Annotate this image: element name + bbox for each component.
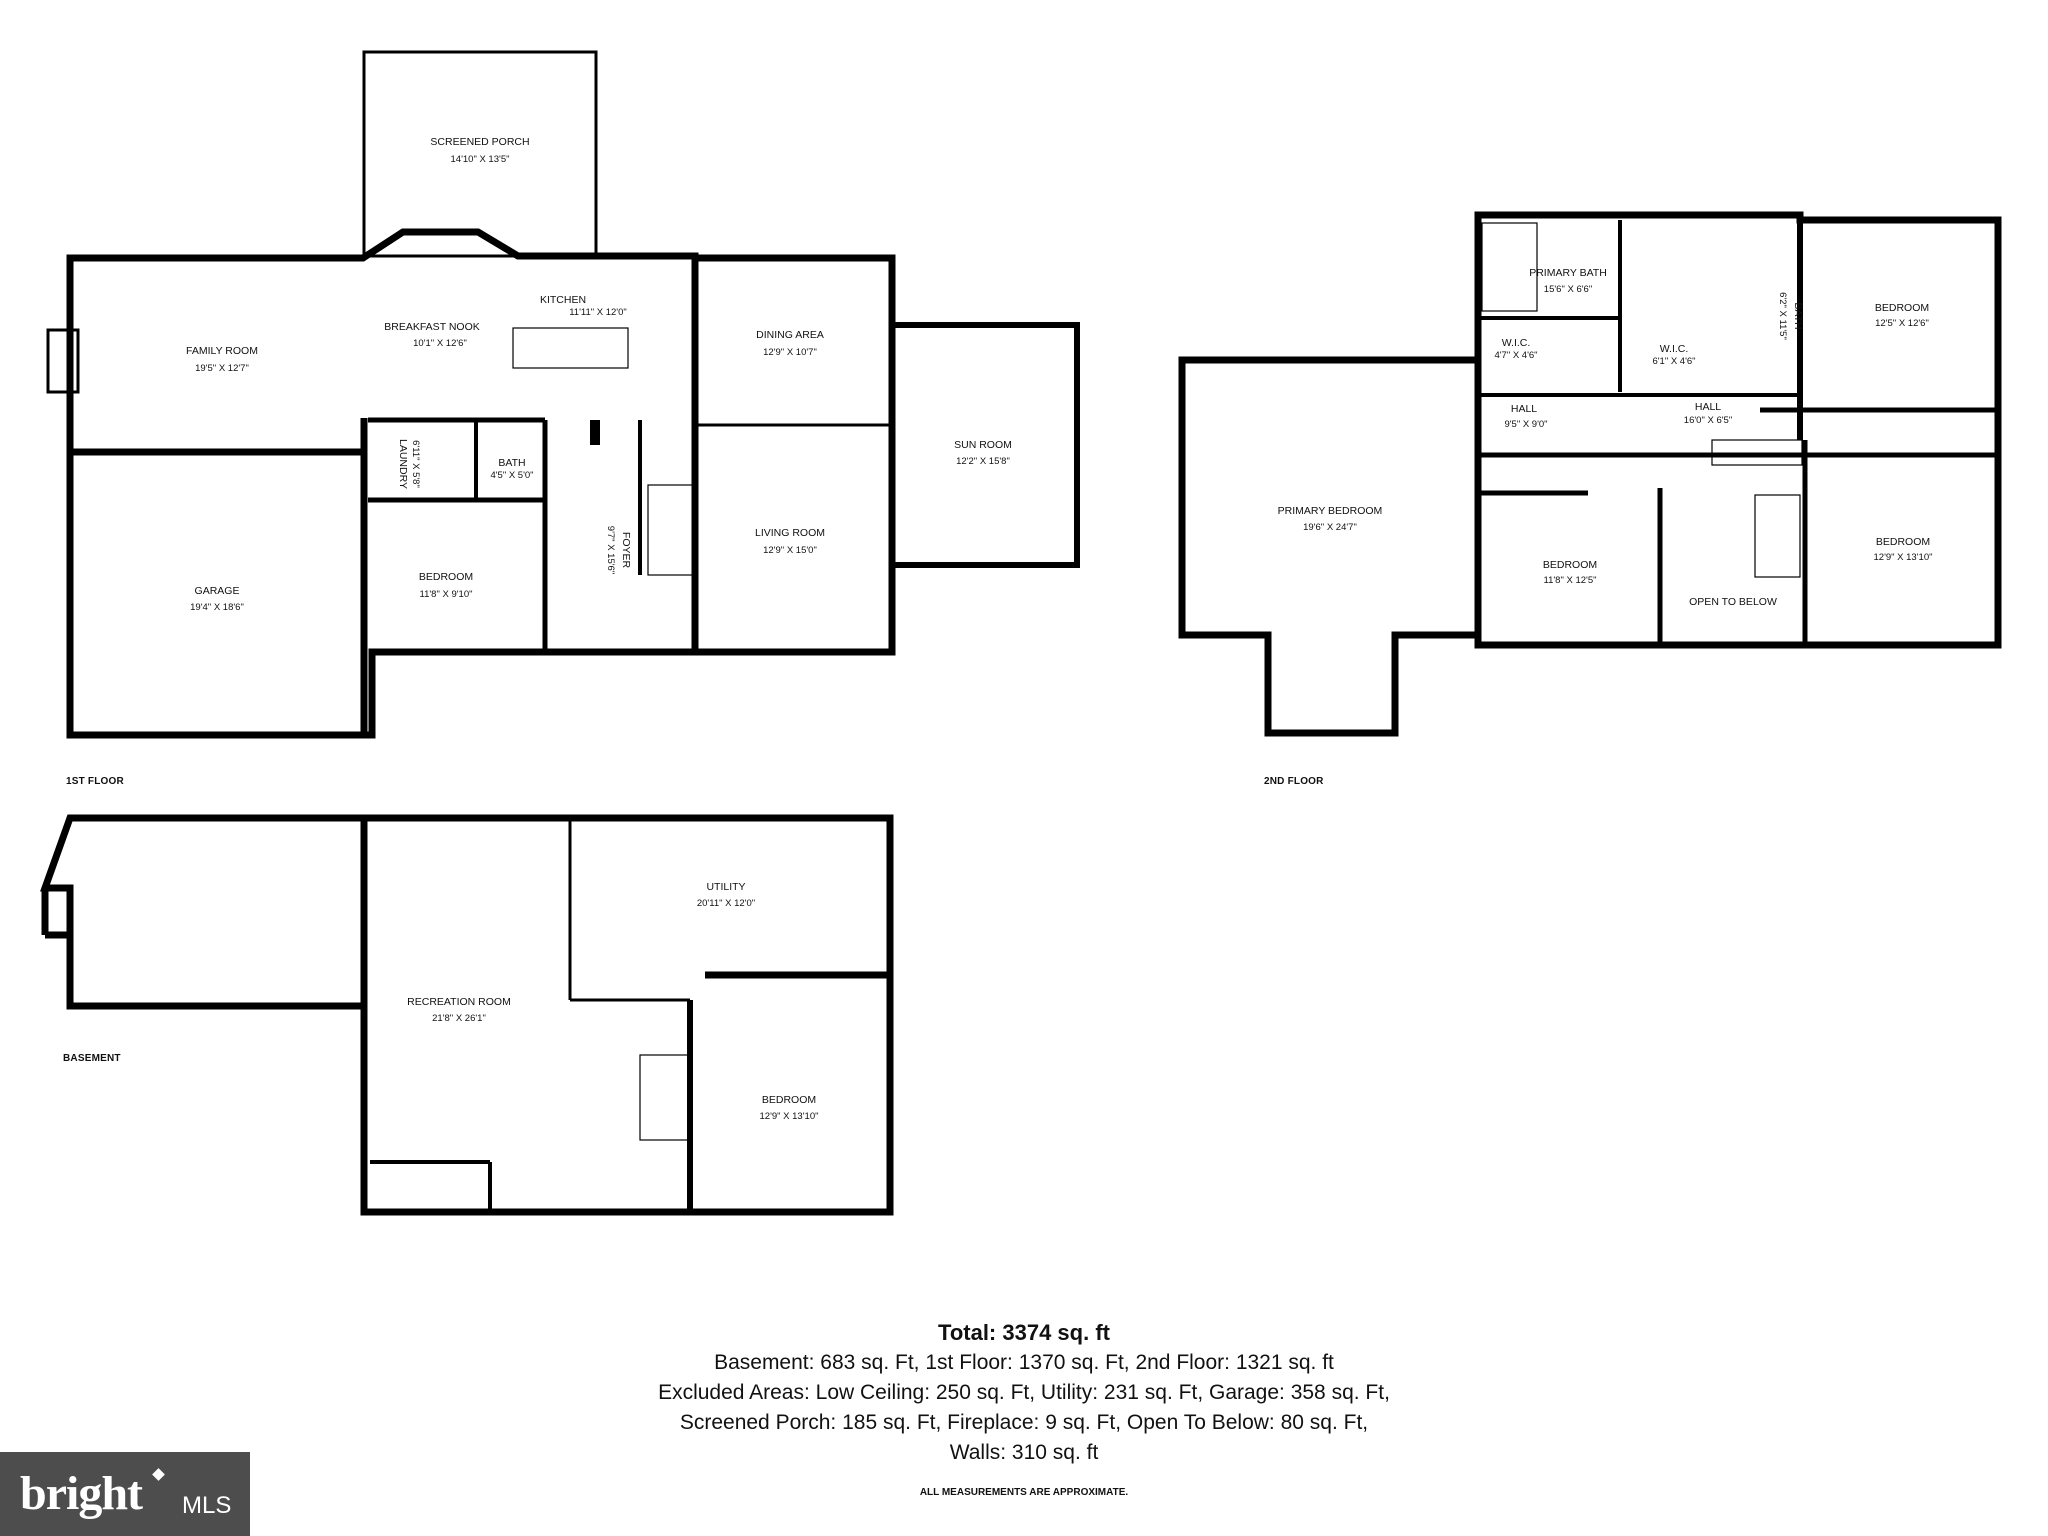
room-name: LAUNDRY (397, 439, 409, 489)
room-dimension: 11'11" X 12'0" (569, 307, 627, 318)
room-name: W.I.C. (1660, 343, 1689, 355)
summary-line: Excluded Areas: Low Ceiling: 250 sq. Ft,… (658, 1381, 1390, 1404)
room-dimension: 12'9" X 13'10" (760, 1111, 819, 1122)
room-dimension: 12'2" X 15'8" (956, 456, 1010, 467)
room-dimension: 4'7" X 4'6" (1494, 350, 1537, 361)
room-dimension: 16'0" X 6'5" (1684, 415, 1732, 426)
room-dimension: 11'8" X 12'5" (1544, 575, 1597, 586)
second-floor-outline (1178, 211, 2002, 737)
room-dimension: 10'1" X 12'6" (413, 338, 467, 349)
room-name: SCREENED PORCH (430, 136, 529, 148)
room-name: BATH (498, 457, 525, 469)
room-dimension: 9'5" X 9'0" (1504, 419, 1547, 430)
room-name: RECREATION ROOM (407, 996, 511, 1008)
bright-mls-logo: bright MLS (0, 1452, 250, 1536)
room-dimension: 19'6" X 24'7" (1303, 522, 1357, 533)
room-name: OPEN TO BELOW (1689, 596, 1777, 608)
room-dimension: 12'5" X 12'6" (1875, 318, 1929, 329)
room-name: BEDROOM (1875, 302, 1929, 314)
floor-label-basement: BASEMENT (63, 1053, 121, 1064)
logo-word: bright (20, 1467, 143, 1520)
floor-label-second: 2ND FLOOR (1264, 776, 1324, 787)
summary-line: Basement: 683 sq. Ft, 1st Floor: 1370 sq… (714, 1351, 1334, 1374)
room-dimension: 12'9" X 13'10" (1874, 552, 1933, 563)
room-dimension: 12'9" X 10'7" (763, 347, 817, 358)
room-name: HALL (1695, 401, 1721, 413)
summary-line: Walls: 310 sq. ft (949, 1441, 1099, 1464)
room-dimension: 19'4" X 18'6" (190, 602, 244, 613)
room-dimension: 14'10" X 13'5" (451, 154, 510, 165)
room-dimension: 9'7" X 15'6" (605, 526, 616, 574)
summary-line: Screened Porch: 185 sq. Ft, Fireplace: 9… (679, 1411, 1369, 1434)
room-dimension: 4'5" X 5'0" (490, 470, 533, 481)
room-dimension: 21'8" X 26'1" (432, 1013, 486, 1024)
room-dimension: 6'11" X 5'8" (410, 440, 421, 488)
room-dimension: 6'1" X 4'6" (1652, 356, 1695, 367)
room-name: DINING AREA (756, 329, 824, 341)
total-area: Total: 3374 sq. ft (938, 1320, 1110, 1345)
logo-suffix: MLS (182, 1492, 232, 1519)
first-floor-outline (66, 228, 896, 739)
disclaimer: ALL MEASUREMENTS ARE APPROXIMATE. (919, 1487, 1129, 1498)
room-name: PRIMARY BATH (1529, 267, 1607, 279)
room-name: BATH (1792, 302, 1804, 329)
room-dimension: 6'2" X 11'5" (1777, 292, 1788, 340)
room-name: BEDROOM (419, 571, 473, 583)
room-name: LIVING ROOM (755, 527, 825, 539)
room-name: FOYER (620, 532, 632, 569)
room-dimension: 12'9" X 15'0" (763, 545, 817, 556)
room-name: W.I.C. (1502, 337, 1531, 349)
room-name: KITCHEN (540, 294, 586, 306)
room-name: SUN ROOM (954, 439, 1012, 451)
room-name: BEDROOM (762, 1094, 816, 1106)
room-name: BEDROOM (1876, 536, 1930, 548)
floor-label-first: 1ST FLOOR (66, 776, 124, 787)
room-name: BREAKFAST NOOK (384, 321, 480, 333)
logo-mark-icon (152, 1468, 165, 1481)
area-summary: Total: 3374 sq. ft Basement: 683 sq. Ft,… (540, 1318, 1508, 1468)
room-name: BEDROOM (1543, 559, 1597, 571)
room-name: UTILITY (706, 881, 745, 893)
room-dimension: 11'8" X 9'10" (420, 589, 473, 600)
room-dimension: 19'5" X 12'7" (195, 363, 249, 374)
room-name: GARAGE (195, 585, 240, 597)
room-dimension: 20'11" X 12'0" (697, 898, 755, 909)
room-name: HALL (1511, 403, 1537, 415)
room-dimension: 15'6" X 6'6" (1544, 284, 1592, 295)
room-name: FAMILY ROOM (186, 345, 258, 357)
room-name: PRIMARY BEDROOM (1278, 505, 1383, 517)
